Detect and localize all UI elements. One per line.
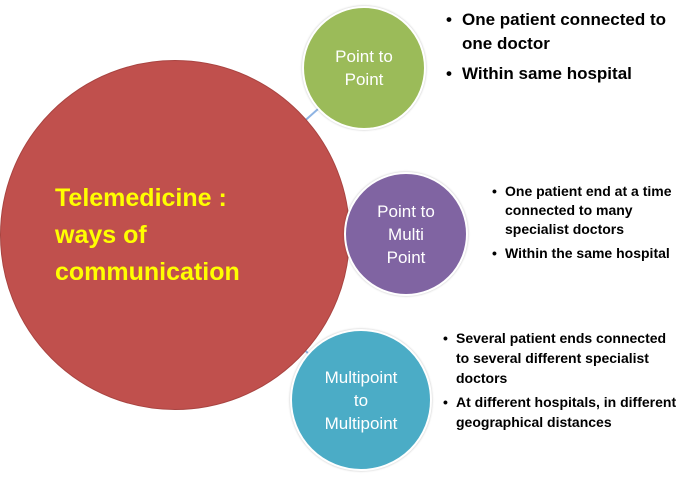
node-2-label-line-3: Point (386, 247, 426, 267)
node-2-label-line-1: Point to (377, 201, 435, 221)
node-point-to-point-label: Point to Point (335, 45, 393, 91)
bullet-item: One patient connected to one doctor (446, 8, 686, 56)
node-multipoint-to-multipoint-label: Multipoint to Multipoint (325, 366, 398, 435)
node-1-label-line-1: Point to (335, 47, 393, 66)
node-3-label-line-2: to (353, 390, 369, 410)
bullet-item: Several patient ends connected to severa… (443, 328, 683, 388)
node-point-to-point: Point to Point (302, 6, 426, 130)
bullets-multipoint-to-multipoint: Several patient ends connected to severa… (443, 328, 683, 436)
node-multipoint-to-multipoint: Multipoint to Multipoint (290, 329, 432, 471)
node-point-to-multipoint: Point to Multi Point (344, 172, 468, 296)
bullet-item: At different hospitals, in different geo… (443, 392, 683, 432)
bullet-item: Within the same hospital (492, 244, 697, 263)
central-title-line-3: communication (55, 257, 240, 286)
central-title: Telemedicine : ways of communication (1, 180, 240, 291)
central-circle: Telemedicine : ways of communication (0, 60, 350, 410)
node-1-label-line-2: Point (344, 70, 384, 89)
node-3-label-line-3: Multipoint (324, 413, 398, 433)
node-point-to-multipoint-label: Point to Multi Point (377, 200, 435, 269)
bullet-item: One patient end at a time connected to m… (492, 182, 697, 239)
central-title-line-1: Telemedicine : (55, 183, 227, 212)
bullet-item: Within same hospital (446, 62, 686, 86)
node-2-label-line-2: Multi (388, 224, 424, 244)
bullets-point-to-multipoint: One patient end at a time connected to m… (492, 182, 697, 268)
node-3-label-line-1: Multipoint (324, 367, 398, 387)
central-title-line-2: ways of (55, 220, 147, 249)
bullets-point-to-point: One patient connected to one doctor With… (446, 8, 686, 92)
